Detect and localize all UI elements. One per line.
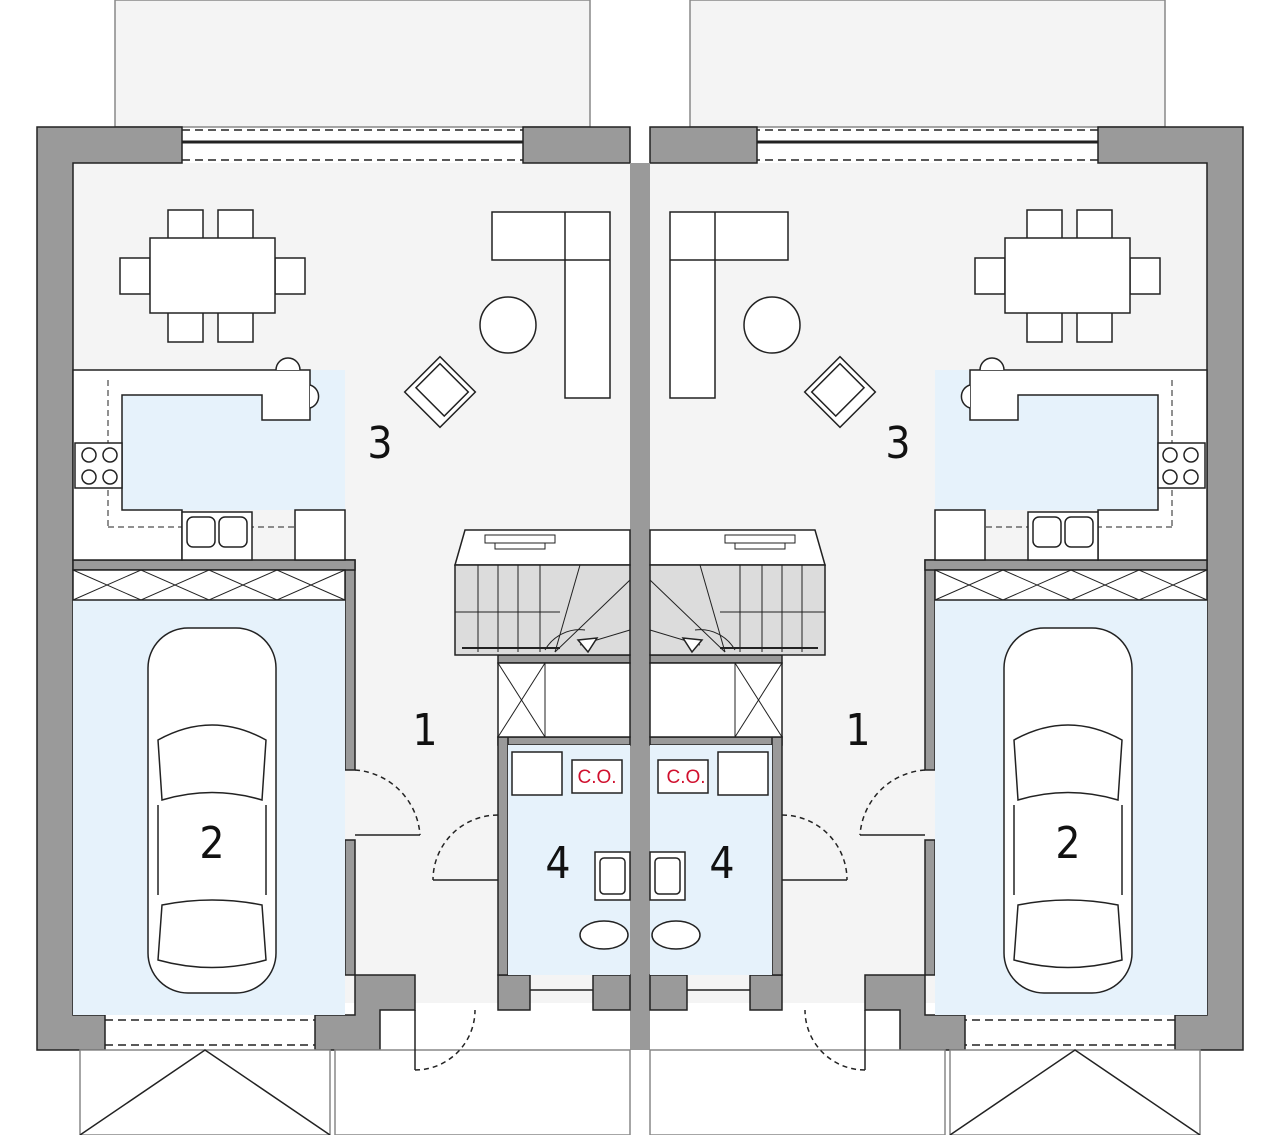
room-label-bathroom-right: 4 <box>709 838 734 889</box>
room-label-hall-right: 1 <box>845 705 870 756</box>
boiler-label-right: C.O. <box>666 767 705 788</box>
unit-left <box>35 0 642 1135</box>
room-label-living-left: 3 <box>367 418 392 469</box>
room-label-living-right: 3 <box>885 418 910 469</box>
boiler-label-left: C.O. <box>577 767 616 788</box>
room-label-bathroom-left: 4 <box>545 838 570 889</box>
room-label-garage-left: 2 <box>199 818 224 869</box>
room-label-hall-left: 1 <box>412 705 437 756</box>
unit-right <box>638 0 1245 1135</box>
room-label-garage-right: 2 <box>1055 818 1080 869</box>
